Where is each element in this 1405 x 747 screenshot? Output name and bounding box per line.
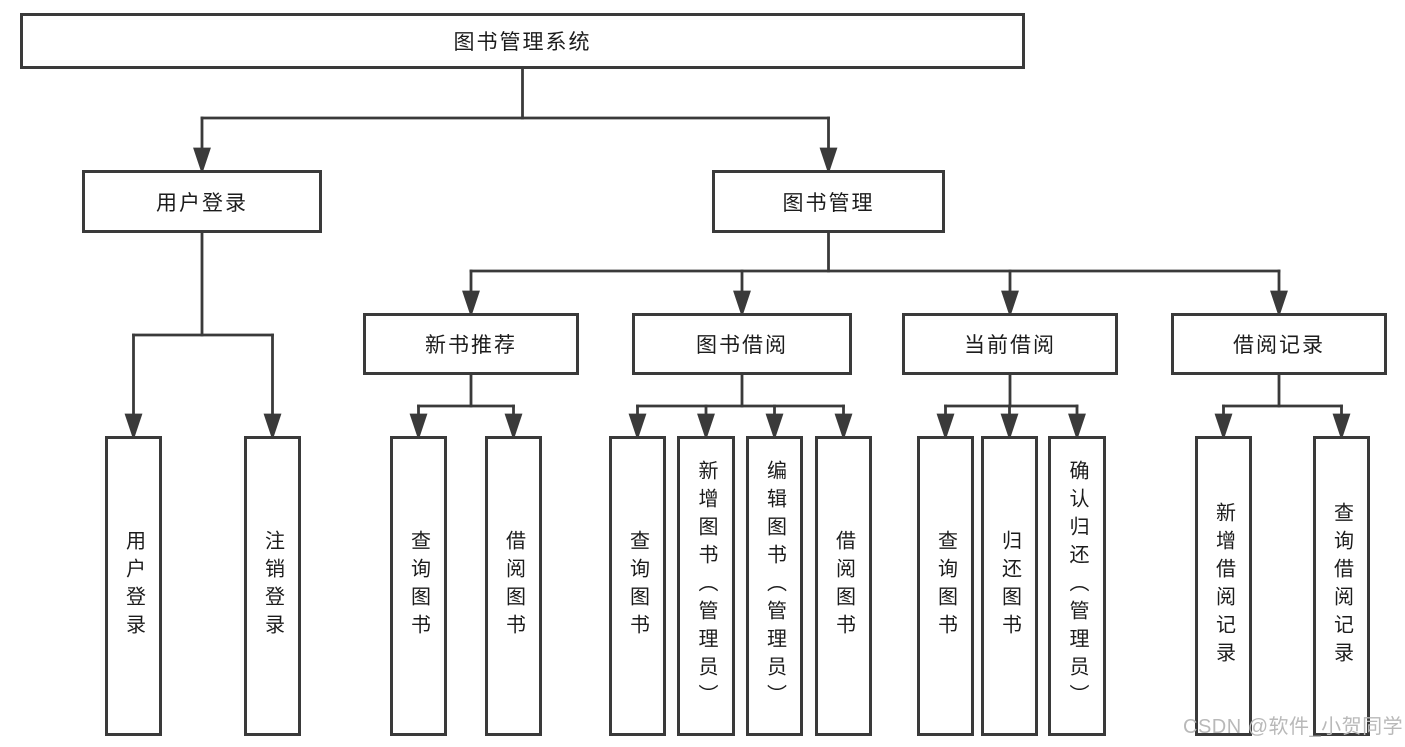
leaf-return-book: 归还图书 <box>981 436 1038 736</box>
node-borrow-record: 借阅记录 <box>1171 313 1387 375</box>
leaf-logout: 注销登录 <box>244 436 301 736</box>
leaf-edit-book-admin: 编辑图书（管理员） <box>746 436 803 736</box>
node-current-borrow: 当前借阅 <box>902 313 1118 375</box>
node-user-login: 用户登录 <box>82 170 322 233</box>
leaf-user-login: 用户登录 <box>105 436 162 736</box>
leaf-confirm-return-admin: 确认归还（管理员） <box>1048 436 1106 736</box>
node-book-borrow: 图书借阅 <box>632 313 852 375</box>
node-new-book-recommend: 新书推荐 <box>363 313 579 375</box>
leaf-borrow-book-recommend: 借阅图书 <box>485 436 542 736</box>
leaf-query-borrow-record: 查询借阅记录 <box>1313 436 1370 736</box>
leaf-add-book-admin: 新增图书（管理员） <box>677 436 735 736</box>
leaf-add-borrow-record: 新增借阅记录 <box>1195 436 1252 736</box>
leaf-query-book-recommend: 查询图书 <box>390 436 447 736</box>
csdn-watermark: CSDN @软件_小贺同学 <box>1183 716 1404 738</box>
leaf-query-book-borrow: 查询图书 <box>609 436 666 736</box>
leaf-borrow-book: 借阅图书 <box>815 436 872 736</box>
node-library-management-system: 图书管理系统 <box>20 13 1025 69</box>
node-book-management: 图书管理 <box>712 170 945 233</box>
leaf-query-book-current: 查询图书 <box>917 436 974 736</box>
